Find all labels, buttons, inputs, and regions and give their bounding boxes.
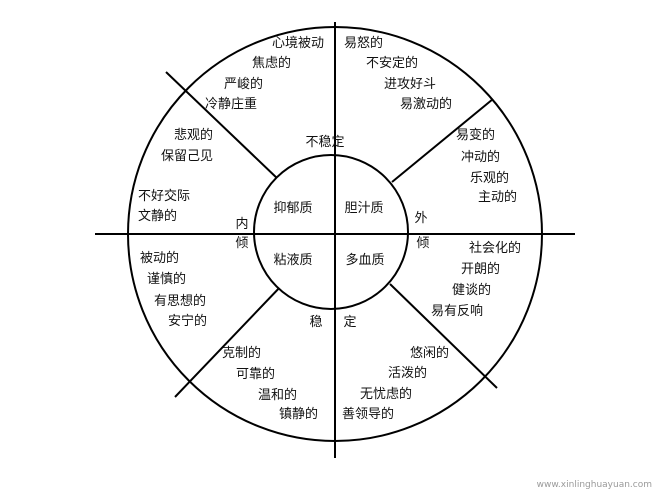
traits-north-left: 心境被动 焦虑的 严峻的 冷静庄重: [205, 36, 324, 112]
trait-item: 心境被动: [272, 36, 324, 51]
diagonal-ne: [391, 98, 494, 183]
trait-item: 镇静的: [279, 406, 318, 422]
label-choleric: 胆汁质: [344, 201, 383, 216]
trait-item: 不安定的: [366, 55, 418, 71]
axis-label-stable-1: 稳: [309, 314, 322, 330]
trait-item: 安宁的: [168, 313, 207, 329]
trait-item: 悠闲的: [410, 345, 449, 361]
axis-label-stable-2: 定: [343, 315, 356, 330]
axis-label-unstable: 不稳定: [305, 134, 344, 150]
trait-item: 易变的: [456, 127, 495, 143]
trait-item: 易怒的: [344, 35, 383, 51]
diagonal-se: [389, 283, 498, 389]
traits-west-lower: 被动的 谨慎的 有思想的 安宁的: [140, 250, 207, 329]
trait-item: 保留己见: [161, 149, 213, 164]
axis-label-extrovert-1: 外: [414, 211, 427, 226]
trait-item: 冲动的: [461, 149, 500, 165]
watermark: www.xinlinghuayuan.com: [537, 480, 652, 490]
trait-item: 被动的: [140, 250, 179, 266]
traits-north-right: 易怒的 不安定的 进攻好斗 易激动的: [344, 35, 452, 112]
trait-item: 健谈的: [452, 282, 491, 298]
trait-item: 活泼的: [388, 365, 427, 381]
label-melancholic: 抑郁质: [273, 201, 312, 216]
trait-item: 易有反响: [431, 303, 483, 319]
diagonal-nw: [165, 71, 280, 181]
trait-item: 温和的: [258, 387, 297, 403]
axis-label-introvert-2: 倾: [235, 236, 248, 251]
trait-item: 文静的: [138, 208, 177, 224]
trait-item: 易激动的: [400, 96, 452, 112]
label-sanguine: 多血质: [345, 252, 384, 268]
trait-item: 善领导的: [342, 406, 394, 422]
inner-circle: [253, 154, 409, 310]
diagonal-sw: [174, 283, 284, 398]
trait-item: 焦虑的: [252, 55, 291, 71]
traits-southeast: 悠闲的 活泼的 无忧虑的 善领导的: [342, 345, 449, 422]
traits-southwest: 克制的 可靠的 温和的 镇静的: [222, 345, 318, 422]
trait-item: 悲观的: [174, 127, 213, 143]
trait-item: 谨慎的: [147, 271, 186, 287]
trait-item: 乐观的: [470, 170, 509, 186]
trait-item: 主动的: [478, 189, 517, 205]
axis-label-extrovert-2: 倾: [416, 236, 429, 251]
traits-east-lower: 社会化的 开朗的 健谈的 易有反响: [431, 240, 521, 319]
trait-item: 有思想的: [154, 293, 206, 309]
trait-item: 可靠的: [236, 366, 275, 382]
trait-item: 严峻的: [224, 76, 263, 92]
trait-item: 进攻好斗: [384, 77, 436, 92]
trait-item: 不好交际: [138, 188, 190, 204]
trait-item: 克制的: [222, 345, 261, 361]
trait-item: 开朗的: [461, 261, 500, 277]
axis-label-introvert-1: 内: [235, 216, 248, 232]
traits-northeast: 易变的 冲动的 乐观的 主动的: [456, 127, 517, 205]
traits-northwest: 悲观的 保留己见 不好交际 文静的: [138, 127, 213, 224]
trait-item: 冷静庄重: [205, 96, 257, 112]
trait-item: 社会化的: [469, 240, 521, 256]
label-phlegmatic: 粘液质: [273, 253, 312, 268]
trait-item: 无忧虑的: [360, 386, 412, 402]
